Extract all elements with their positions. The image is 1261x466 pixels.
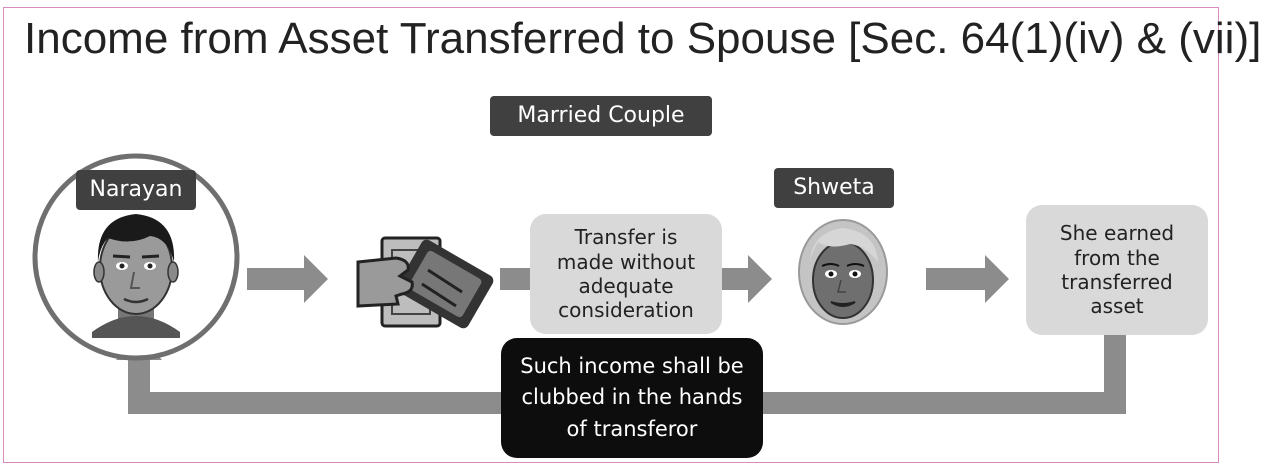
arrow-right-icon: [247, 255, 328, 303]
arrow-right-icon: [722, 255, 772, 303]
married-couple-tag: Married Couple: [490, 96, 712, 136]
man-avatar-icon: [92, 214, 180, 338]
slide-title: Income from Asset Transferred to Spouse …: [24, 14, 1261, 63]
slide-frame: [3, 7, 1219, 463]
clubbing-rule-box: Such income shall be clubbed in the hand…: [501, 338, 763, 458]
income-earned-text: She earned from the transferred asset: [1059, 221, 1175, 319]
clubbing-rule-text: Such income shall be clubbed in the hand…: [520, 353, 744, 441]
arrow-right-icon: [926, 255, 1009, 303]
income-earned-box: She earned from the transferred asset: [1026, 205, 1208, 335]
money-handover-icon: [356, 236, 494, 329]
woman-avatar-icon: [798, 219, 888, 325]
husband-name-tag: Narayan: [76, 170, 196, 210]
arrow-right-icon: [500, 268, 530, 290]
transfer-condition-text: Transfer is made without adequate consid…: [556, 225, 696, 323]
transfer-condition-box: Transfer is made without adequate consid…: [530, 214, 722, 334]
wife-name-tag: Shweta: [774, 168, 894, 208]
